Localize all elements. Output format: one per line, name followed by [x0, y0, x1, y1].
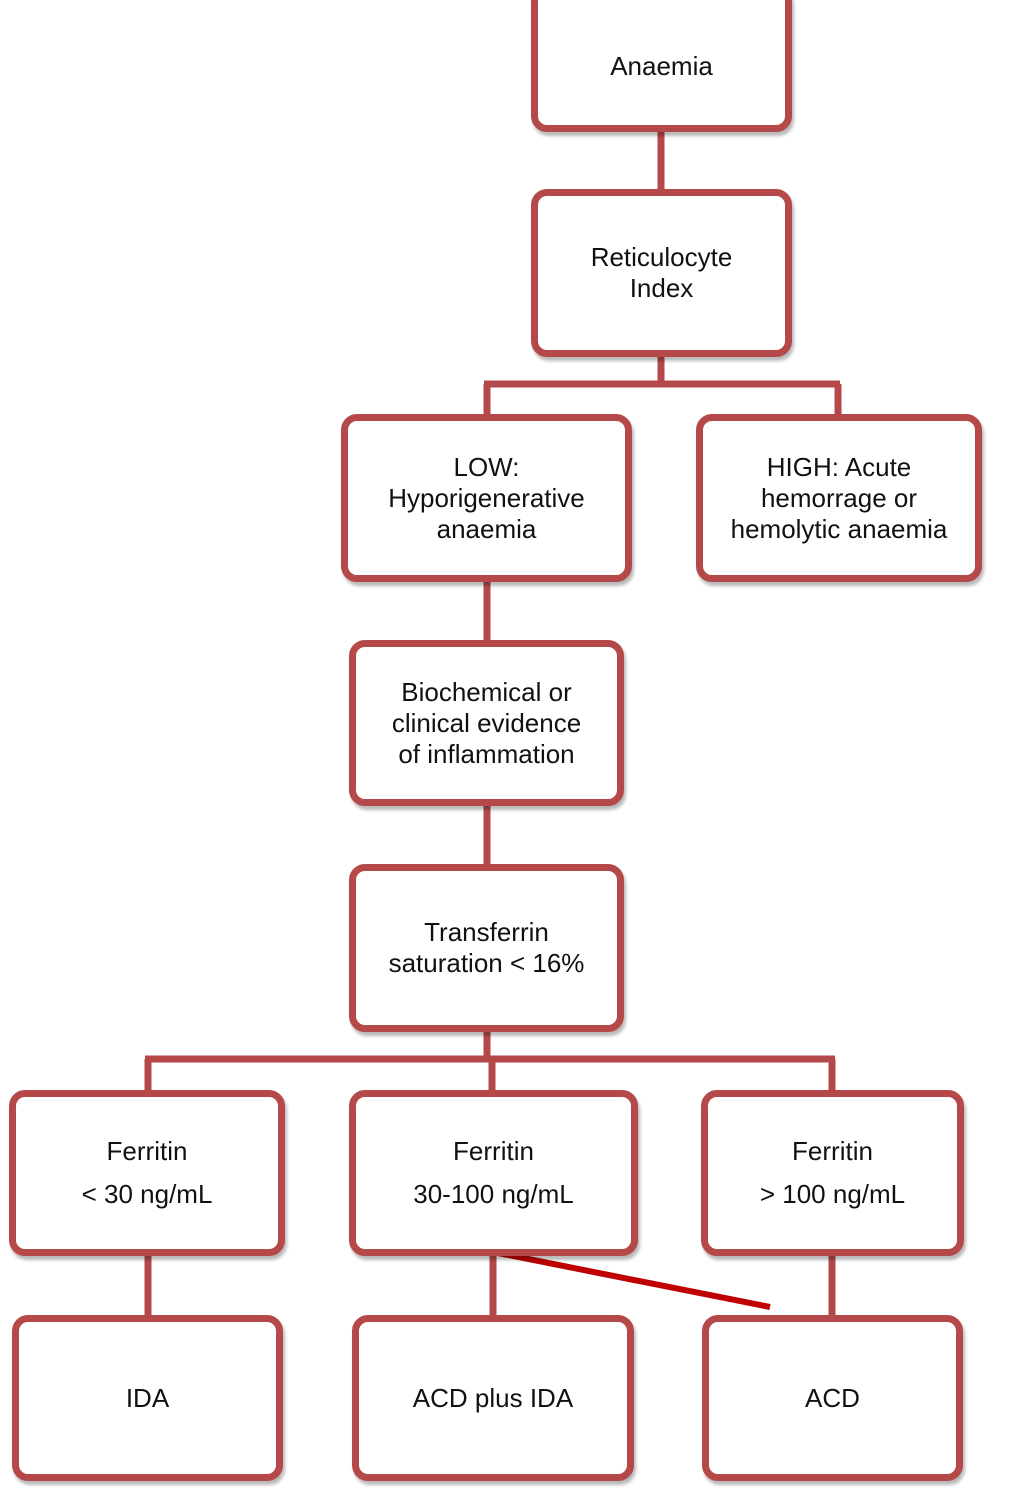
- node-ferritin-mid: Ferritin 30-100 ng/mL: [349, 1090, 638, 1256]
- node-text-line: Transferrin: [424, 917, 549, 947]
- node-text-line: clinical evidence: [391, 707, 582, 738]
- node-text-line: IDA: [125, 1382, 170, 1413]
- node-acd: ACD: [702, 1315, 963, 1481]
- node-text-line: ACD: [805, 1382, 860, 1413]
- node-text-line: hemolytic anaemia: [730, 513, 948, 544]
- node-text-line: HIGH: Acute: [766, 451, 912, 482]
- node-ferritin-low: Ferritin < 30 ng/mL: [9, 1090, 285, 1256]
- node-text-line: of inflammation: [398, 738, 575, 769]
- node-text-line: Hyporigenerative: [388, 482, 585, 513]
- node-text-line: Index: [629, 273, 694, 303]
- node-text-line: Ferritin: [106, 1136, 188, 1166]
- node-text-line: 30-100 ng/mL: [413, 1179, 574, 1209]
- node-text-line: LOW:: [453, 451, 520, 482]
- node-text-line: > 100 ng/mL: [759, 1179, 906, 1209]
- node-text-line: Ferritin: [792, 1136, 873, 1166]
- node-ida: IDA: [12, 1315, 283, 1481]
- node-acd-plus-ida: ACD plus IDA: [352, 1315, 634, 1481]
- node-text-line: ACD plus IDA: [412, 1382, 574, 1413]
- node-text-line: Anaemia: [610, 50, 713, 81]
- node-ferritin-high: Ferritin > 100 ng/mL: [701, 1090, 964, 1256]
- highlight-line: [487, 1248, 771, 1310]
- node-anaemia: Anaemia: [531, 0, 792, 132]
- node-text-line: hemorrage or: [760, 482, 918, 513]
- node-text-line: < 30 ng/mL: [81, 1179, 213, 1209]
- node-text-line: saturation < 16%: [388, 948, 585, 978]
- node-text-line: anaemia: [436, 513, 537, 544]
- node-text-line: Biochemical or: [401, 676, 572, 707]
- node-text-line: Reticulocyte: [590, 242, 733, 272]
- node-text-line: Ferritin: [453, 1136, 534, 1166]
